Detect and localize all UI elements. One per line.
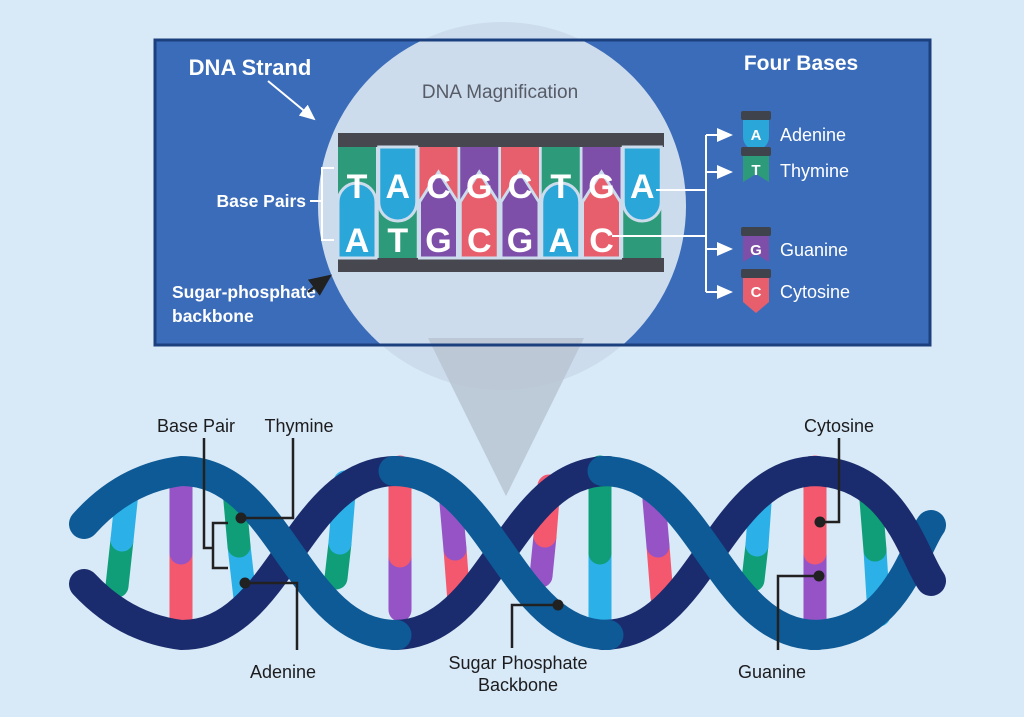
sugar-backbone-label-line2: Backbone	[478, 675, 558, 695]
sugar-backbone-dot	[552, 599, 564, 611]
dna-double-helix	[69, 455, 946, 651]
legend-item-cytosine: C Cytosine	[741, 269, 850, 313]
base-cap	[741, 111, 771, 120]
backbone-label-line2: backbone	[172, 306, 254, 326]
four-bases-title: Four Bases	[744, 52, 858, 75]
backbone-label-line1: Sugar-phosphate	[172, 282, 316, 302]
strip-bottom-letter: T	[387, 222, 408, 260]
adenine-leader	[245, 581, 299, 650]
guanine-letter: G	[750, 242, 762, 259]
thymine-name: Thymine	[780, 161, 849, 181]
strip-pair-7: G C	[581, 147, 622, 260]
legend-item-adenine: A Adenine	[741, 111, 846, 150]
strip-top-letter: C	[426, 168, 451, 206]
strip-pair-2: A T	[377, 145, 419, 260]
legend-connector	[612, 135, 707, 292]
four-bases-legend: Four Bases A Adenine T Thymine G Guanine	[612, 52, 858, 313]
strip-top-letter: C	[508, 168, 533, 206]
strip-pair-4: G C	[458, 147, 500, 260]
cytosine-dot	[814, 516, 826, 528]
strip-bottom-letter: A	[345, 222, 370, 260]
dna-magnification-label: DNA Magnification	[422, 82, 578, 103]
legend-item-guanine: G Guanine	[741, 227, 848, 262]
strip-bottom-letter: A	[548, 222, 573, 260]
base-pair-label: Base Pair	[157, 416, 235, 436]
thymine-letter: T	[751, 162, 760, 179]
strip-pair-3: C G	[418, 147, 459, 260]
adenine-letter: A	[751, 127, 762, 144]
strip-top-letter: G	[466, 168, 492, 206]
legend-item-thymine: T Thymine	[741, 147, 849, 182]
adenine-label: Adenine	[250, 662, 316, 682]
guanine-leader	[776, 574, 819, 650]
cytosine-name: Cytosine	[780, 282, 850, 302]
thymine-dot	[235, 512, 247, 524]
strip-top-letter: G	[588, 168, 614, 206]
sugar-backbone-leader	[510, 603, 558, 648]
helix-rung	[642, 488, 674, 609]
base-pair-strip: T A A T C G G C C G	[336, 133, 664, 272]
strip-top-letter: A	[385, 168, 410, 206]
cytosine-tile	[743, 278, 769, 313]
thymine-leader	[245, 438, 295, 520]
guanine-label: Guanine	[738, 662, 806, 682]
backbone-arrow	[307, 274, 333, 296]
adenine-name: Adenine	[780, 125, 846, 145]
strip-top-letter: A	[630, 168, 655, 206]
base-pairs-bracket	[310, 167, 334, 241]
base-cap	[741, 269, 771, 278]
adenine-tile	[743, 120, 769, 150]
magnifier-funnel	[428, 338, 584, 496]
strip-bottom-letter: G	[507, 222, 533, 260]
cytosine-leader	[824, 438, 841, 524]
base-pairs-label: Base Pairs	[216, 191, 306, 211]
base-cap	[741, 227, 771, 236]
cytosine-label: Cytosine	[804, 416, 874, 436]
strip-pair-6: T A	[540, 147, 582, 260]
strip-pair-8: A	[621, 145, 663, 258]
base-cap	[741, 147, 771, 156]
top-panel-border	[153, 38, 932, 347]
guanine-tile	[743, 236, 769, 262]
helix-rungs	[105, 455, 891, 650]
dna-strand-arrow	[267, 80, 316, 121]
strip-pair-1: T A	[336, 147, 378, 260]
strip-pair-5: C G	[499, 147, 541, 260]
dna-strand-label: DNA Strand	[189, 55, 312, 80]
strip-top-letter: T	[347, 168, 368, 206]
thymine-label: Thymine	[264, 416, 333, 436]
guanine-dot	[813, 570, 825, 582]
strip-bottom-letter: G	[425, 222, 451, 260]
base-pair-leader	[202, 438, 228, 570]
helix-annotations: Base Pair Thymine Adenine Sugar Phosphat…	[157, 416, 874, 695]
strip-bottom-letter: C	[589, 222, 614, 260]
thymine-tile	[743, 156, 769, 182]
sugar-backbone-label-line1: Sugar Phosphate	[448, 653, 587, 673]
cytosine-letter: C	[751, 284, 762, 301]
strip-bottom-letter: C	[467, 222, 492, 260]
strip-backbone-bottom	[338, 258, 664, 272]
guanine-name: Guanine	[780, 240, 848, 260]
helix-strand-front	[69, 455, 946, 650]
adenine-dot	[239, 577, 251, 589]
strip-top-letter: T	[550, 168, 571, 206]
strip-backbone-top	[338, 133, 664, 147]
